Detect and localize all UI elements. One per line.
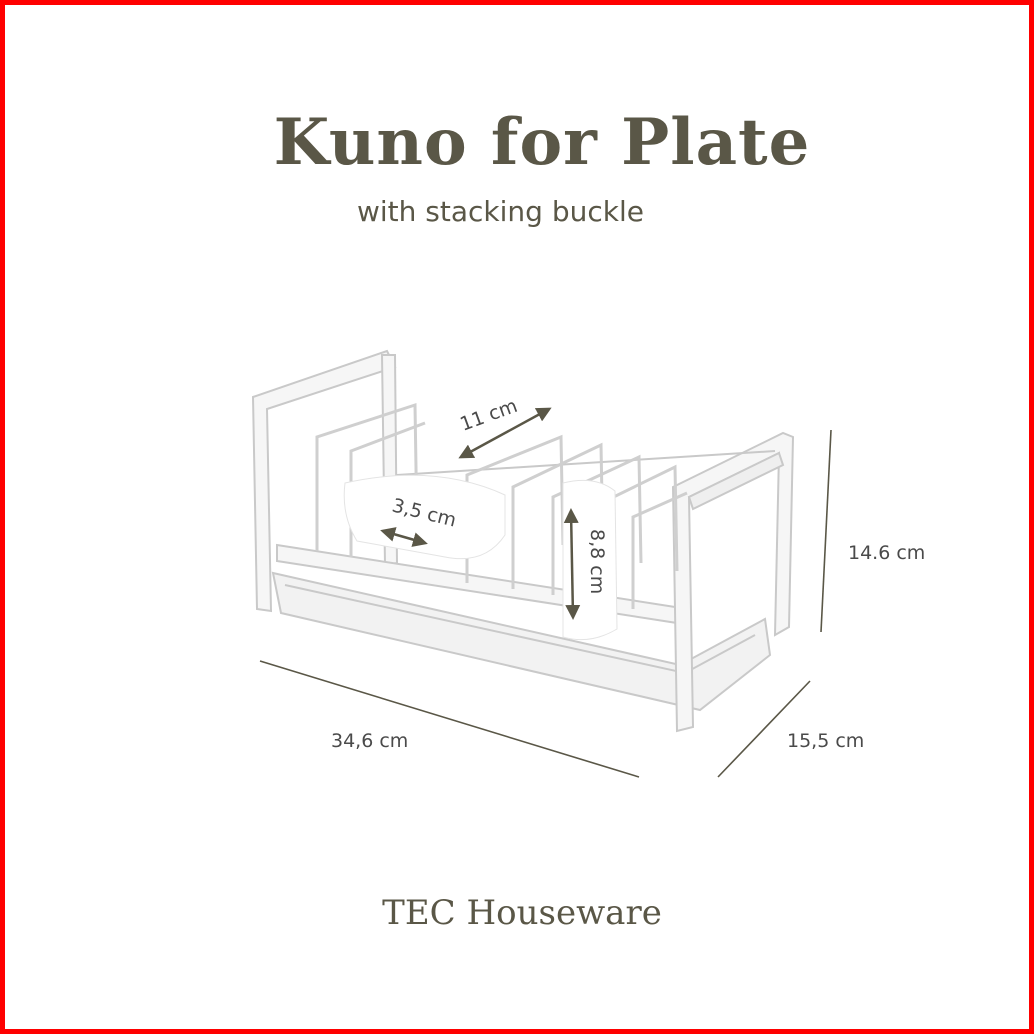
rack-drawing xyxy=(251,349,795,733)
dish-rack-illustration: 34,6 cm 15,5 cm 14.6 cm 11 cm 3,5 cm 8,8… xyxy=(251,349,925,778)
plate-gap-arrow xyxy=(458,407,552,459)
product-subtitle: with stacking buckle xyxy=(357,195,644,228)
depth-dimension-line xyxy=(717,680,811,778)
depth-label: 15,5 cm xyxy=(787,730,864,752)
slot-height-arrow xyxy=(563,508,581,620)
slot-width-arrow xyxy=(380,527,428,547)
product-title: Kuno for Plate xyxy=(273,105,811,180)
measure-arrows xyxy=(380,407,581,620)
width-label: 34,6 cm xyxy=(331,730,408,752)
width-dimension-line xyxy=(259,660,640,778)
height-dimension-line xyxy=(820,429,832,633)
height-label: 14.6 cm xyxy=(848,542,925,564)
dimension-lines xyxy=(259,429,832,778)
brand-name: TEC Houseware xyxy=(382,893,662,933)
slot-height-label: 8,8 cm xyxy=(586,529,608,594)
